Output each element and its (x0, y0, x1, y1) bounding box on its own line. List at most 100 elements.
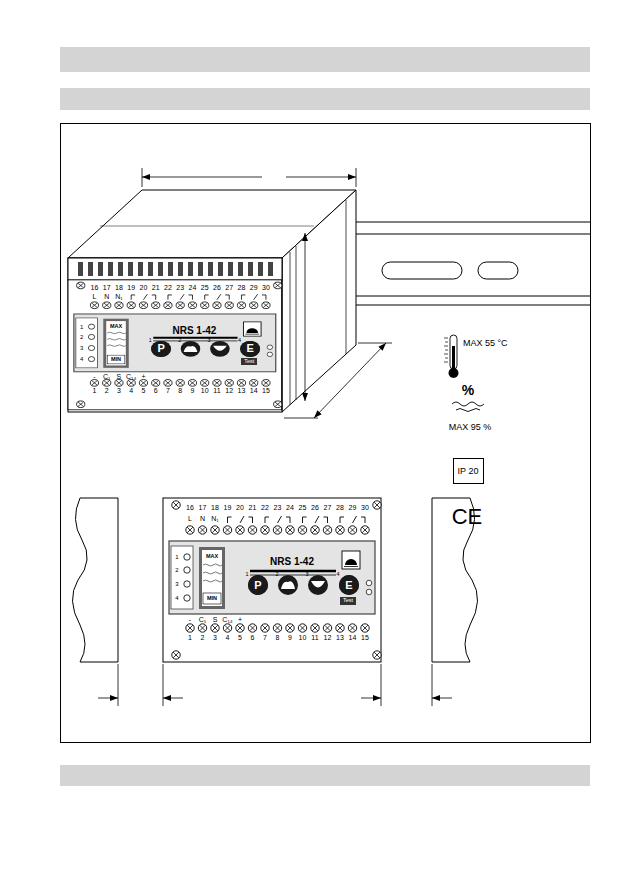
thermometer-symbol (444, 335, 459, 378)
terminal-number: 20 (140, 284, 148, 291)
terminal-number: 10 (299, 634, 307, 641)
terminal-designation: N₁ (115, 292, 122, 299)
terminal-number: 21 (152, 284, 160, 291)
terminal-number: 3 (213, 634, 217, 641)
terminal-number: 12 (225, 387, 233, 394)
led-number: 3 (80, 345, 83, 351)
device-front (163, 498, 381, 662)
button-number: 1 (245, 572, 248, 578)
terminal-number: 27 (225, 284, 233, 291)
clearance-dimension (98, 664, 452, 706)
terminal-number: 24 (189, 284, 197, 291)
level-mark: MIN (207, 596, 217, 602)
terminal-number: 5 (142, 387, 146, 394)
terminal-number: 16 (91, 284, 99, 291)
terminal-number: 2 (201, 634, 205, 641)
terminal-number: 17 (199, 504, 207, 511)
terminal-number: 15 (361, 634, 369, 641)
node-text: Test (343, 598, 353, 604)
terminal-number: 7 (263, 634, 267, 641)
function-button: P (248, 575, 268, 595)
led-number: 4 (80, 356, 83, 362)
button-number: 1 (149, 338, 152, 344)
terminal-designation: - (93, 372, 95, 379)
node-text: Test (244, 359, 254, 365)
terminal-designation: + (238, 616, 242, 623)
heading-bar (60, 47, 590, 72)
ce-mark: CE (452, 506, 483, 528)
led-number: 4 (175, 595, 178, 601)
terminal-number: 23 (274, 504, 282, 511)
terminal-number: 12 (324, 634, 332, 641)
device-model: NRS 1-42 (270, 557, 314, 567)
protection-class-box: IP 20 (453, 458, 484, 484)
led-number: 3 (175, 581, 178, 587)
terminal-designation: S (117, 372, 122, 379)
terminal-number: 5 (238, 634, 242, 641)
terminal-number: 4 (129, 387, 133, 394)
node-text: E (247, 343, 254, 354)
terminal-designation: N (104, 292, 109, 299)
led-number: 2 (80, 334, 83, 340)
humidity-limit: MAX 95 % (449, 423, 492, 432)
terminal-number: 13 (336, 634, 344, 641)
terminal-number: 29 (250, 284, 258, 291)
terminal-number: 6 (154, 387, 158, 394)
terminal-number: 18 (115, 284, 123, 291)
terminal-designation: C₁₄ (222, 616, 232, 623)
terminal-number: 28 (336, 504, 344, 511)
device-model: NRS 1-42 (172, 326, 216, 336)
terminal-number: 14 (250, 387, 258, 394)
terminal-number: 6 (251, 634, 255, 641)
terminal-designation: C₁ (103, 372, 110, 379)
terminal-number: 15 (262, 387, 270, 394)
terminal-number: 24 (286, 504, 294, 511)
terminal-number: 16 (186, 504, 194, 511)
terminal-number: 8 (276, 634, 280, 641)
terminal-number: 28 (238, 284, 246, 291)
button-number: 3 (208, 338, 211, 344)
test-tag: Test (340, 597, 356, 605)
terminal-number: 30 (361, 504, 369, 511)
terminal-designation: + (141, 372, 145, 379)
terminal-number: 20 (236, 504, 244, 511)
function-button: E (339, 575, 359, 595)
terminal-number: 1 (188, 634, 192, 641)
terminal-number: 14 (349, 634, 357, 641)
terminal-number: 19 (224, 504, 232, 511)
led-number: 2 (175, 567, 178, 573)
node-text: E (345, 580, 352, 591)
din-rail (340, 222, 590, 305)
terminal-number: 9 (288, 634, 292, 641)
device-housing (68, 190, 356, 412)
terminal-designation: N (200, 515, 205, 522)
figure-frame (61, 124, 591, 743)
terminal-number: 9 (191, 387, 195, 394)
terminal-number: 29 (349, 504, 357, 511)
terminal-number: 4 (226, 634, 230, 641)
node-text: P (254, 580, 261, 591)
button-number: 2 (178, 338, 181, 344)
function-button: E (240, 341, 260, 357)
terminal-designation: C₁ (199, 616, 206, 623)
heading-bar (60, 88, 590, 110)
dimension-line (142, 168, 392, 418)
level-mark: MAX (206, 554, 218, 560)
terminal-number: 8 (178, 387, 182, 394)
terminal-number: 18 (211, 504, 219, 511)
button-number: 3 (305, 572, 308, 578)
button-number: 2 (275, 572, 278, 578)
terminal-number: 11 (311, 634, 318, 641)
temperature-limit: MAX 55 °C (463, 339, 508, 348)
terminal-number: 21 (249, 504, 257, 511)
node-text: IP 20 (458, 467, 479, 476)
button-number: 4 (336, 572, 339, 578)
led-number: 1 (80, 324, 83, 330)
terminal-designation: C₁₄ (126, 372, 136, 379)
terminal-number: 26 (213, 284, 221, 291)
terminal-designation: L (188, 515, 192, 522)
terminal-number: 2 (105, 387, 109, 394)
terminal-number: 25 (201, 284, 209, 291)
button-number: 4 (238, 338, 241, 344)
